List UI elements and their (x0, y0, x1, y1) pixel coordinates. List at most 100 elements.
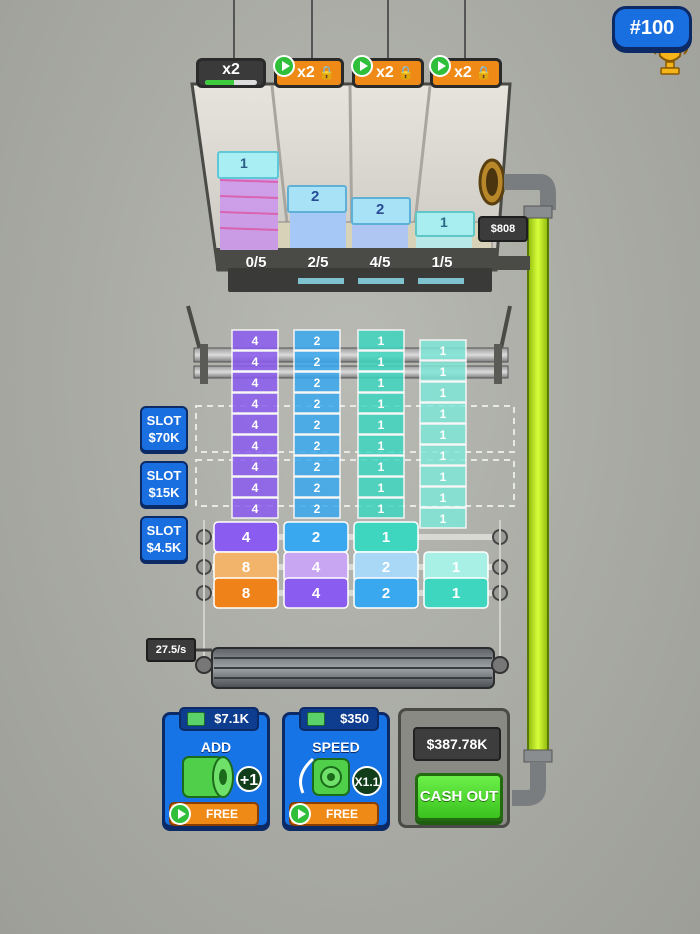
income-rate: 27.5/s (146, 638, 196, 662)
cash-out-panel: $387.78K CASH OUT (398, 708, 510, 828)
bin-stack-3 (351, 197, 411, 248)
video-ad-icon (169, 803, 191, 825)
cash-balance: $387.78K (413, 727, 501, 761)
cash-out-button[interactable]: CASH OUT (415, 773, 503, 821)
video-ad-icon (351, 55, 373, 77)
multiplier-label: x2 (222, 61, 240, 78)
multiplier-label: x2 (454, 64, 472, 81)
output-roller (195, 520, 509, 689)
lane-bill-value: 2 (314, 481, 321, 495)
roller-bill (353, 577, 419, 609)
speed-upgrade-card[interactable]: $350 SPEED X1.1 FREE (282, 707, 390, 828)
lane-bill-value: 4 (252, 334, 259, 348)
roller-bill-value: 1 (452, 585, 460, 602)
slot-price: $4.5K (146, 540, 182, 555)
lane-bill-value: 1 (378, 334, 385, 348)
lane-bill (419, 381, 467, 403)
speed-upgrade-bonus: X1.1 (355, 775, 380, 789)
lane-bill-value: 2 (314, 502, 321, 516)
lane-bill-value: 2 (314, 376, 321, 390)
slot-buy-button-70k[interactable]: SLOT $70K (140, 406, 188, 452)
slot-label: SLOT (146, 468, 182, 483)
lane-bill-value: 4 (252, 355, 259, 369)
roller-bill-value: 8 (242, 585, 250, 602)
cost-value: $7.1K (214, 711, 249, 726)
lane-bill-value: 2 (314, 355, 321, 369)
slot-buy-button-15k[interactable]: SLOT $15K (140, 461, 188, 507)
free-label: FREE (205, 807, 238, 821)
bin-fill-4: 1/5 (431, 254, 453, 271)
speed-upgrade-cost: $350 (299, 707, 379, 731)
speed-upgrade-free-button[interactable]: FREE (289, 802, 379, 826)
video-ad-icon (273, 55, 295, 77)
lane-bill (419, 402, 467, 424)
lane-bill (231, 392, 279, 414)
slot-label: SLOT (146, 523, 182, 538)
lane-bill (419, 423, 467, 445)
bin-stack-1 (217, 151, 279, 250)
machine-price-tag: $808 (478, 216, 528, 242)
lane-bill-value: 1 (440, 428, 447, 442)
bin-fill-1: 0/5 (245, 254, 267, 271)
lane-bill (231, 497, 279, 519)
lane-bill (231, 455, 279, 477)
roller-axle (198, 564, 506, 570)
lane-bill (293, 476, 341, 498)
cost-value: $350 (340, 711, 369, 726)
add-upgrade-free-button[interactable]: FREE (169, 802, 259, 826)
bin-multiplier-1[interactable]: x2 (196, 58, 266, 88)
roller-bill-value: 4 (312, 559, 321, 576)
lane-bill-value: 1 (378, 376, 385, 390)
lane-bill-value: 1 (378, 439, 385, 453)
lane-bill (293, 497, 341, 519)
add-upgrade-title: ADD (200, 739, 232, 755)
lane-bill-value: 4 (252, 376, 259, 390)
bin-bill-value-4: 1 (440, 214, 448, 230)
lane-bill-value: 1 (440, 512, 447, 526)
lane-bill (293, 455, 341, 477)
lane-bill (357, 329, 405, 351)
rank-badge[interactable]: #100 (612, 6, 692, 50)
roller-bill (423, 577, 489, 609)
lane-bill-value: 1 (440, 407, 447, 421)
money-icon (307, 712, 325, 726)
video-ad-icon (429, 55, 451, 77)
roller-bill-value: 4 (312, 585, 321, 602)
lane-bill (293, 350, 341, 372)
lane-bill-value: 1 (440, 491, 447, 505)
add-upgrade-cost: $7.1K (179, 707, 259, 731)
roller-bill (283, 577, 349, 609)
lane-bill (357, 392, 405, 414)
money-icon (187, 712, 205, 726)
lane-bill (419, 486, 467, 508)
bin-multiplier-2-locked[interactable]: x2 🔒 (273, 55, 344, 88)
bin-bill-value-1: 1 (240, 155, 248, 171)
bin-multiplier-4-locked[interactable]: x2 🔒 (429, 55, 502, 88)
multiplier-progress-fill (205, 80, 234, 85)
lane-bill-value: 2 (314, 418, 321, 432)
roller-bill-value: 8 (242, 559, 250, 576)
lane-bill-value: 1 (440, 449, 447, 463)
slot-buy-button-4-5k[interactable]: SLOT $4.5K (140, 516, 188, 562)
roller-bill-value: 1 (382, 529, 390, 546)
add-upgrade-bonus: +1 (240, 772, 258, 789)
lane-bill-value: 4 (252, 502, 259, 516)
lane-bill (419, 444, 467, 466)
lane-bill-value: 1 (378, 418, 385, 432)
lane-bill-value: 2 (314, 439, 321, 453)
speed-roll-icon: X1.1 (299, 757, 382, 796)
lane-bill (357, 371, 405, 393)
lane-bill-value: 2 (314, 397, 321, 411)
add-upgrade-card[interactable]: $7.1K ADD +1 FREE (162, 707, 270, 828)
lane-bill (293, 413, 341, 435)
lane-bill-value: 1 (378, 355, 385, 369)
bin-multiplier-3-locked[interactable]: x2 🔒 (351, 55, 424, 88)
lane-bill (231, 413, 279, 435)
roller-bill-value: 2 (312, 529, 320, 546)
lane-bill-value: 4 (252, 439, 259, 453)
bin-stack-4 (415, 211, 475, 248)
lane-bill (357, 350, 405, 372)
